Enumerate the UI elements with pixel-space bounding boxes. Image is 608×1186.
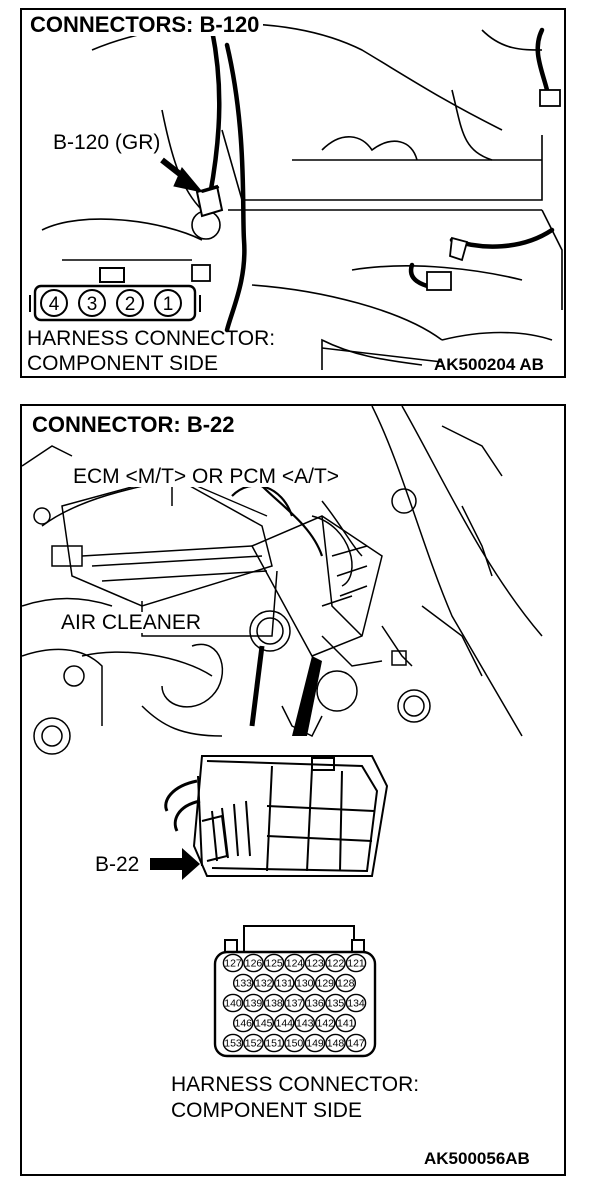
- pin-circle: [294, 1013, 316, 1033]
- pin-number: 4: [49, 294, 60, 315]
- component-side-label: COMPONENT SIDE: [171, 1099, 362, 1122]
- pin-circle: [232, 1013, 254, 1033]
- pin-number: 148: [327, 1038, 345, 1050]
- pin-circle: [232, 973, 254, 993]
- pin-number: 133: [234, 978, 252, 990]
- pin-circle: [263, 953, 285, 973]
- ecm-connector-illustration: [164, 755, 389, 877]
- harness-connector-label: HARNESS CONNECTOR:: [27, 327, 276, 350]
- pin-number: 144: [275, 1018, 293, 1030]
- pin-circle: [325, 953, 346, 973]
- pin-circle: [314, 973, 336, 993]
- pin-number: 126: [245, 958, 263, 970]
- pin-circle: [314, 1013, 336, 1033]
- pin-circle: [253, 973, 275, 993]
- connector-callout-label: B-120 (GR): [50, 132, 164, 153]
- pin-number: 129: [316, 978, 334, 990]
- pin-number: 136: [306, 998, 324, 1010]
- pin-circle: [345, 953, 367, 973]
- ecm-pcm-label: ECM <M/T> OR PCM <A/T>: [70, 466, 343, 487]
- pin-number: 132: [255, 978, 273, 990]
- pin-circle: [263, 1033, 285, 1053]
- pin-number: 143: [296, 1018, 314, 1030]
- pin-circle: [40, 289, 68, 317]
- pin-number: 2: [125, 294, 136, 315]
- figure-id: AK500056AB: [424, 1149, 530, 1168]
- pin-circle: [304, 1033, 326, 1053]
- pin-circle: [284, 1033, 305, 1053]
- pin-number: 123: [306, 958, 324, 970]
- pin-number: 135: [327, 998, 345, 1010]
- pin-number: 134: [347, 998, 365, 1010]
- pin-number: 145: [255, 1018, 273, 1030]
- pin-circle: [273, 1013, 295, 1033]
- pin-number: 142: [316, 1018, 334, 1030]
- pin-circle: [222, 953, 244, 973]
- panel-title: CONNECTORS: B-120: [26, 14, 264, 36]
- pin-number: 138: [265, 998, 283, 1010]
- pin-number: 125: [265, 958, 283, 970]
- pin-circle: [345, 993, 367, 1013]
- pin-circle: [345, 1033, 367, 1053]
- pin-number: 127: [224, 958, 242, 970]
- pin-number: 139: [245, 998, 263, 1010]
- pin-circle: [304, 993, 326, 1013]
- b120-pin-face: 4 3 2 1: [29, 267, 201, 322]
- engine-bay-illustration-top: 4 3 2 1: [29, 22, 563, 370]
- pin-circle: [325, 1033, 346, 1053]
- pin-circle: [263, 993, 285, 1013]
- component-side-label: COMPONENT SIDE: [27, 352, 218, 375]
- pin-number: 152: [245, 1038, 263, 1050]
- pin-number: 153: [224, 1038, 242, 1050]
- panel-title: CONNECTOR: B-22: [28, 414, 239, 436]
- pin-circle: [294, 973, 316, 993]
- pin-circle: [253, 1013, 275, 1033]
- pin-circle: [273, 973, 295, 993]
- pin-circle: [325, 993, 346, 1013]
- pin-circle: [243, 993, 264, 1013]
- connector-callout-label: B-22: [95, 853, 140, 876]
- pin-circle: [222, 1033, 244, 1053]
- pin-number: 141: [337, 1018, 355, 1030]
- pin-number: 131: [275, 978, 293, 990]
- pin-number: 151: [265, 1038, 283, 1050]
- harness-connector-label: HARNESS CONNECTOR:: [171, 1073, 420, 1096]
- pin-circle: [284, 953, 305, 973]
- pin-number: 3: [87, 294, 98, 315]
- pin-number: 137: [286, 998, 304, 1010]
- figure-id: AK500204 AB: [434, 355, 544, 374]
- air-cleaner-label: AIR CLEANER: [58, 612, 205, 633]
- pin-number: 124: [286, 958, 304, 970]
- pin-circle: [243, 1033, 264, 1053]
- pin-number: 1: [163, 294, 174, 315]
- pin-circle: [335, 973, 357, 993]
- pin-circle: [304, 953, 326, 973]
- pin-circle: [222, 993, 244, 1013]
- pin-number: 130: [296, 978, 314, 990]
- pin-number: 149: [306, 1038, 324, 1050]
- pin-circle: [284, 993, 305, 1013]
- pin-number: 146: [234, 1018, 252, 1030]
- connector-b120-panel: 4 3 2 1 CONNECTORS: B-120 B-120 (GR) HAR…: [20, 8, 566, 378]
- pin-circle: [154, 289, 182, 317]
- pin-circle: [335, 1013, 357, 1033]
- pin-number: 128: [337, 978, 355, 990]
- pin-number: 147: [347, 1038, 365, 1050]
- pin-number: 122: [327, 958, 345, 970]
- pin-number: 140: [224, 998, 242, 1010]
- pin-circle: [78, 289, 106, 317]
- pin-circle: [243, 953, 264, 973]
- pin-number: 121: [347, 958, 365, 970]
- pin-circle: [116, 289, 144, 317]
- pin-number: 150: [286, 1038, 304, 1050]
